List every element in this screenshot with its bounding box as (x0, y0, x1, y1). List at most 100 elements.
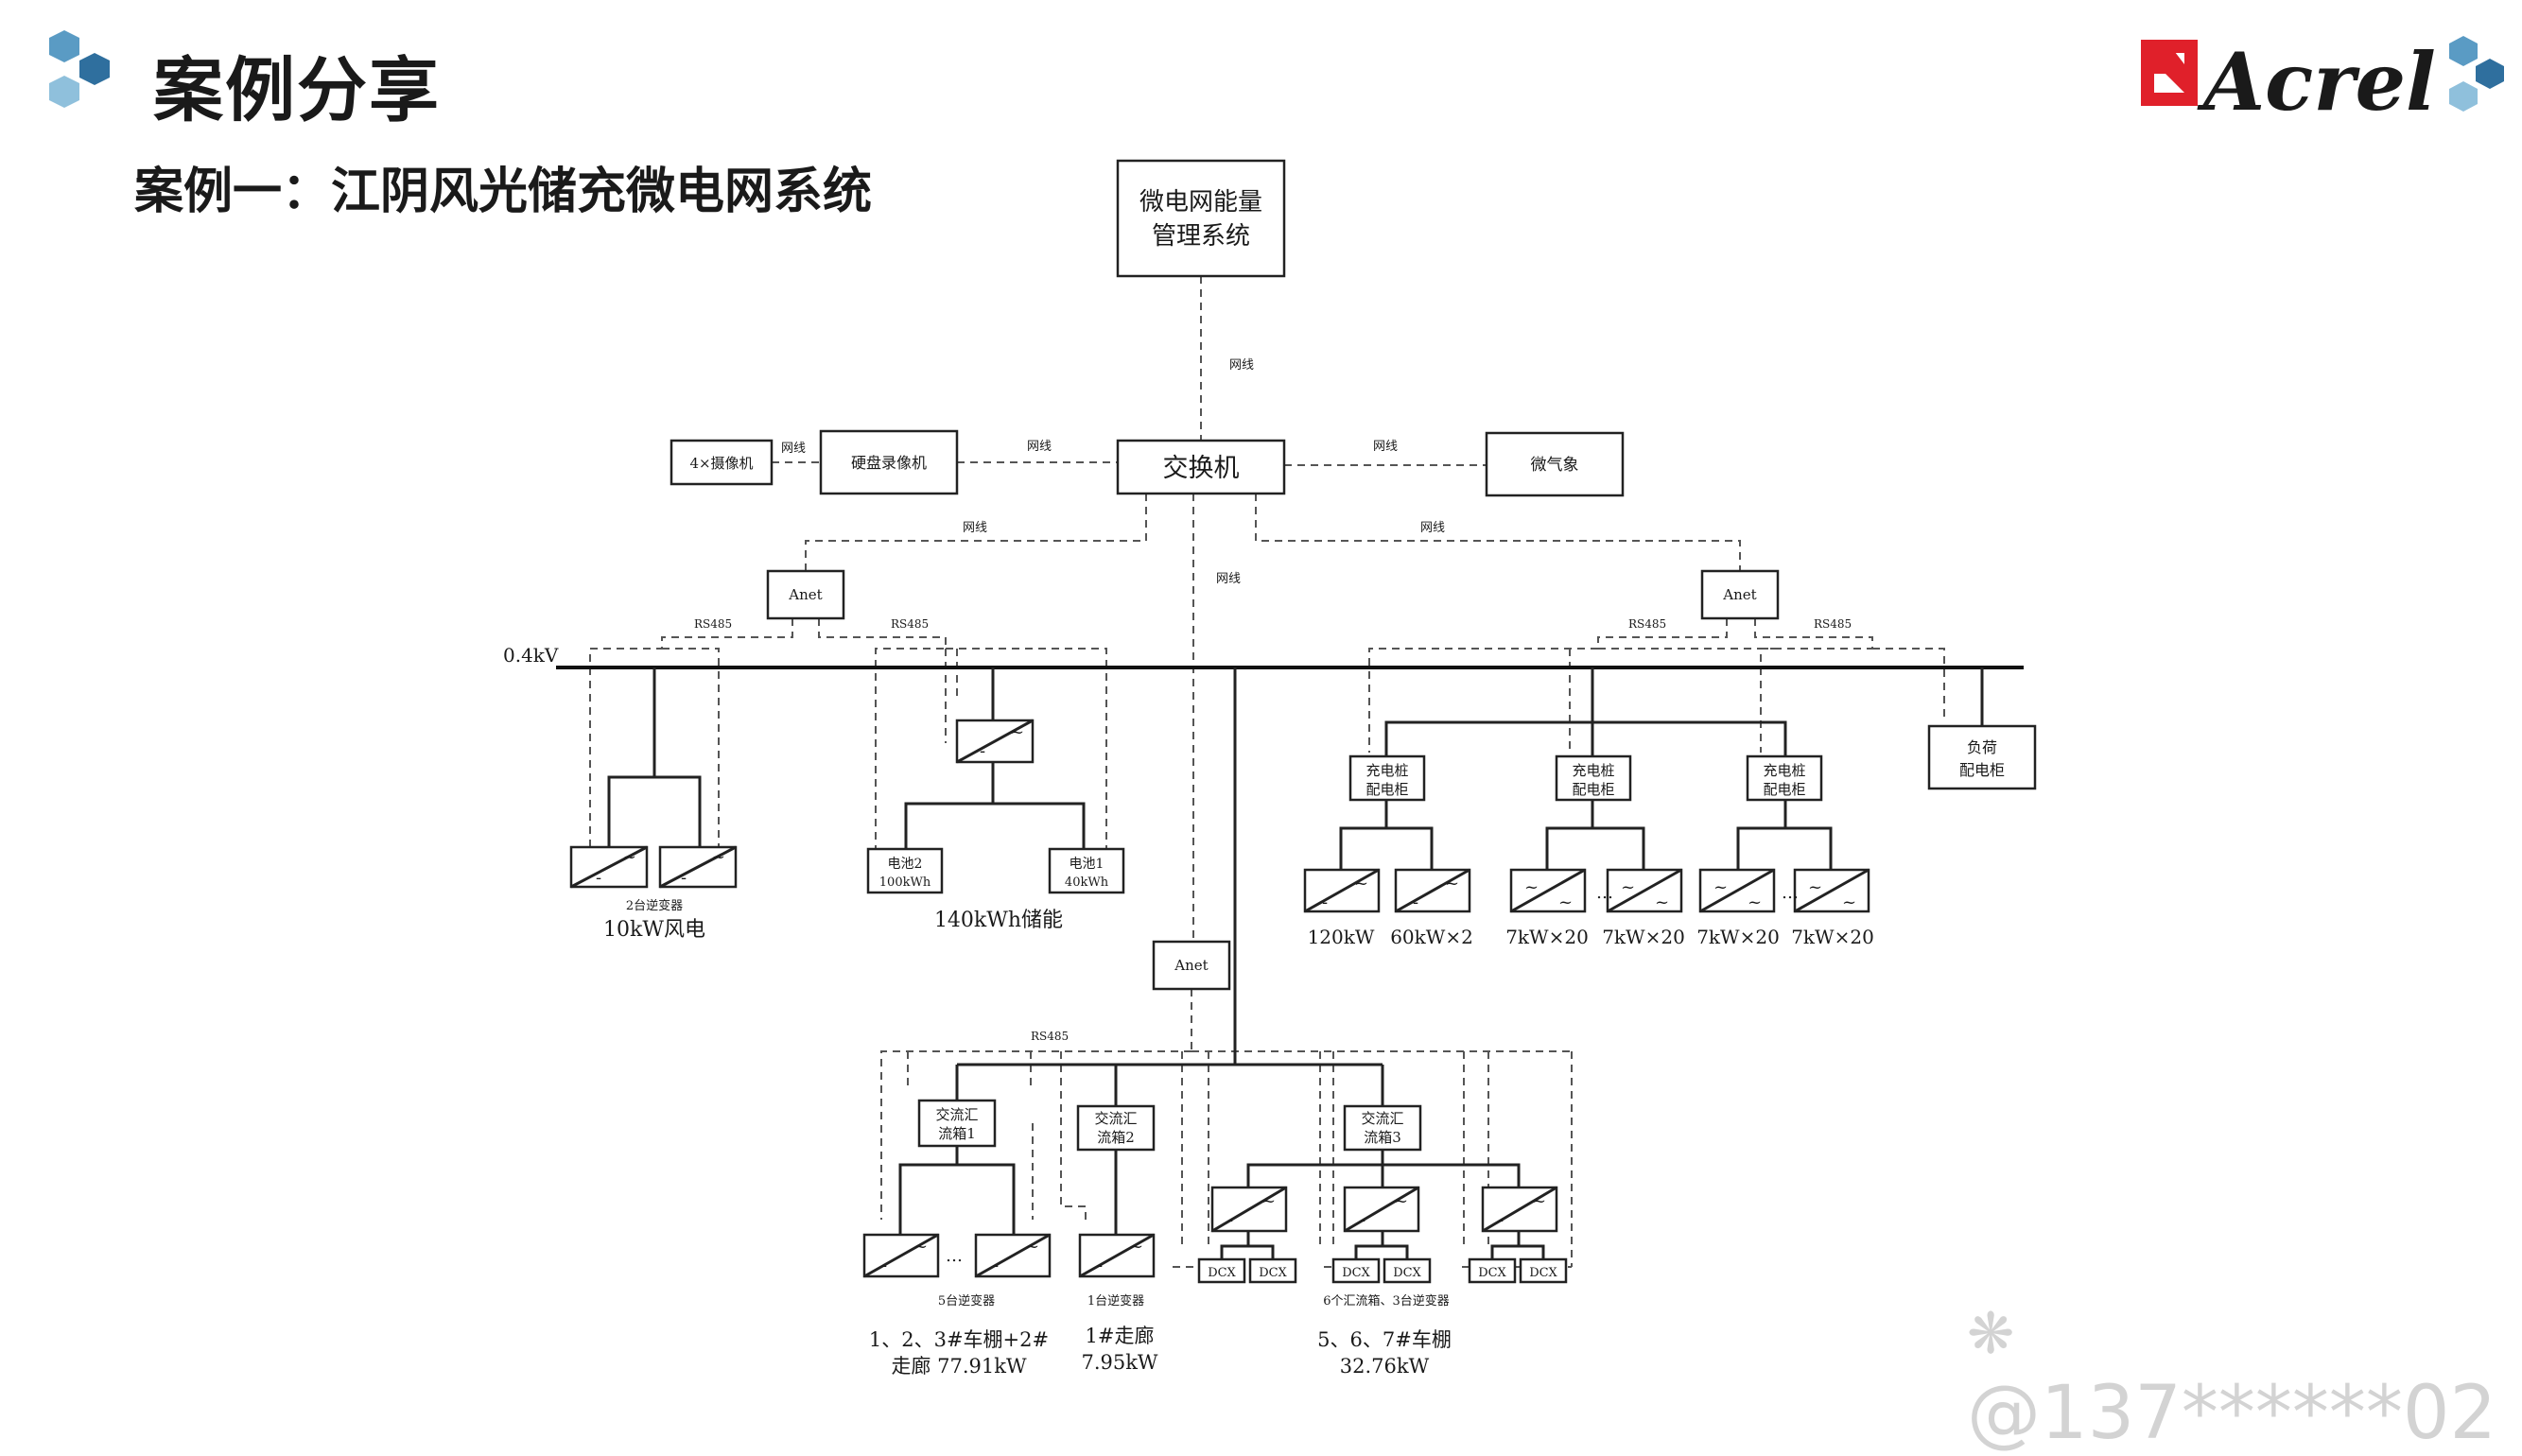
box1-line2: 流箱1 (938, 1125, 976, 1142)
cabinet-line2: 配电柜 (1763, 781, 1805, 798)
box2-line2: 流箱2 (1097, 1129, 1135, 1146)
ac-combiner-box-3: 交流汇 流箱3 (1343, 1104, 1422, 1152)
anet-left: Anet (766, 569, 845, 620)
svg-text:-: - (1360, 1210, 1365, 1230)
anet-left-label: Anet (788, 586, 822, 603)
battery2-line2: 100kWh (879, 875, 931, 890)
weather-box: 微气象 (1485, 431, 1625, 497)
brand-hexagon-icon (2449, 36, 2504, 112)
cabinet-line1: 充电桩 (1572, 762, 1614, 779)
weather-label: 微气象 (1531, 456, 1579, 475)
charger-cabinet-2: 充电桩 配电柜 (1555, 754, 1632, 802)
comm-lines (589, 276, 1945, 1268)
svg-text:…: … (1596, 883, 1613, 903)
svg-text:-: - (596, 868, 601, 888)
rs485-label: RS485 (694, 617, 732, 631)
charger-label: 7kW×20 (1791, 926, 1874, 948)
ems-line1: 微电网能量 (1139, 188, 1262, 217)
pv-group1-line2: 走廊 77.91kW (891, 1355, 1027, 1378)
pv-group2-line1: 1#走廊 (1086, 1325, 1155, 1347)
switch-box: 交换机 (1116, 439, 1286, 495)
dcx-label: DCX (1342, 1266, 1370, 1280)
rs485-label: RS485 (1628, 617, 1666, 631)
microgrid-diagram: .box { fill: #ffffff; stroke: #222; stro… (503, 159, 2037, 1378)
dcx-label: DCX (1208, 1266, 1236, 1280)
cabinet-line1: 充电桩 (1365, 762, 1408, 779)
cabinet-line2: 配电柜 (1572, 781, 1614, 798)
rs485-label: RS485 (1814, 617, 1852, 631)
rs485-label: RS485 (891, 617, 929, 631)
anet-right-label: Anet (1722, 586, 1756, 603)
pv-group2-line2: 7.95kW (1081, 1351, 1157, 1374)
net-label: 网线 (1027, 440, 1052, 454)
svg-text:~: ~ (1558, 893, 1573, 912)
svg-text:-: - (1413, 893, 1418, 912)
inverter-icon: -~ (1210, 1186, 1288, 1233)
power-lines (556, 666, 2024, 1259)
svg-text:…: … (1782, 883, 1799, 903)
inverter-icon: ~~ (1793, 868, 1870, 913)
svg-text:-: - (881, 1256, 887, 1275)
svg-text:Acrel: Acrel (2197, 35, 2436, 129)
bus-label: 0.4kV (503, 644, 559, 667)
camera-label: 4×摄像机 (689, 455, 753, 472)
box3-line2: 流箱3 (1364, 1129, 1401, 1146)
nvr-label: 硬盘录像机 (851, 454, 927, 472)
inverter-icon: -~ (862, 1233, 940, 1278)
charger-label: 120kW (1308, 926, 1375, 948)
ems-line2: 管理系统 (1152, 222, 1250, 251)
inverter-icon: -~ (1343, 1186, 1420, 1233)
inverter-icon: - ~ (955, 719, 1035, 764)
camera-box: 4×摄像机 (670, 439, 774, 486)
dcx-label: DCX (1393, 1266, 1421, 1280)
rs485-label: RS485 (1031, 1030, 1069, 1043)
dcx-box: DCX (1383, 1257, 1432, 1284)
dcx-label: DCX (1478, 1266, 1506, 1280)
net-label: 网线 (1420, 521, 1445, 535)
box3-line1: 交流汇 (1361, 1110, 1403, 1127)
battery2-box: 电池2 100kWh (866, 847, 944, 894)
net-label: 网线 (1373, 440, 1398, 454)
dcx-label: DCX (1529, 1266, 1557, 1280)
svg-text:~: ~ (1394, 1191, 1408, 1211)
wind-inverter-label: 2台逆变器 (626, 898, 683, 913)
pv-section: 交流汇 流箱1 交流汇 流箱2 交流汇 流箱3 -~ -~ … -~ -~ -~… (862, 1099, 1568, 1378)
hexagon-logo-icon (49, 30, 110, 108)
inverter-icon: ~~ (1698, 868, 1776, 913)
svg-text:~: ~ (1621, 877, 1635, 897)
ems-box: 微电网能量 管理系统 (1116, 159, 1286, 278)
acrel-logo: Acrel (2141, 35, 2504, 129)
svg-text:-: - (1097, 1256, 1103, 1275)
pv-group3-line1: 5、6、7#车棚 (1317, 1328, 1452, 1351)
ac-combiner-box-2: 交流汇 流箱2 (1076, 1104, 1156, 1152)
inverter-icon: - ~ (569, 845, 649, 889)
load-line1: 负荷 (1967, 738, 1997, 756)
svg-text:~: ~ (1748, 893, 1762, 912)
box1-line1: 交流汇 (935, 1106, 978, 1123)
charging-section: 充电桩 配电柜 充电桩 配电柜 充电桩 配电柜 负荷 配电柜 -~ -~ ~~ … (1303, 724, 2037, 948)
svg-text:~: ~ (622, 847, 636, 867)
svg-text:~: ~ (1010, 722, 1024, 742)
pv-inv6-label: 6个汇流箱、3台逆变器 (1323, 1293, 1450, 1309)
charger-label: 7kW×20 (1602, 926, 1685, 948)
anet-bottom-label: Anet (1174, 957, 1208, 974)
dcx-box: DCX (1197, 1257, 1246, 1284)
svg-text:~: ~ (1524, 877, 1539, 897)
dcx-box: DCX (1248, 1257, 1297, 1284)
wind-section: - ~ - ~ 2台逆变器 10kW风电 (569, 845, 738, 942)
svg-text:-: - (993, 1256, 999, 1275)
inverter-icon: -~ (1394, 868, 1471, 913)
page-subtitle: 案例一：江阴风光储充微电网系统 (134, 164, 873, 220)
net-label: 网线 (963, 521, 987, 535)
svg-text:~: ~ (1532, 1191, 1546, 1211)
svg-text:~: ~ (1261, 1191, 1276, 1211)
inverter-icon: -~ (1078, 1233, 1156, 1278)
box2-line1: 交流汇 (1094, 1110, 1137, 1127)
svg-text:-: - (980, 741, 985, 761)
svg-text:-: - (1227, 1210, 1233, 1230)
net-label: 网线 (1216, 572, 1241, 586)
inverter-icon: - ~ (658, 845, 738, 889)
svg-text:~: ~ (1129, 1237, 1143, 1257)
dcx-box: DCX (1468, 1257, 1517, 1284)
net-labels: 网线 网线 网线 网线 网线 网线 网线 RS485 RS485 RS485 R… (503, 358, 1852, 1043)
